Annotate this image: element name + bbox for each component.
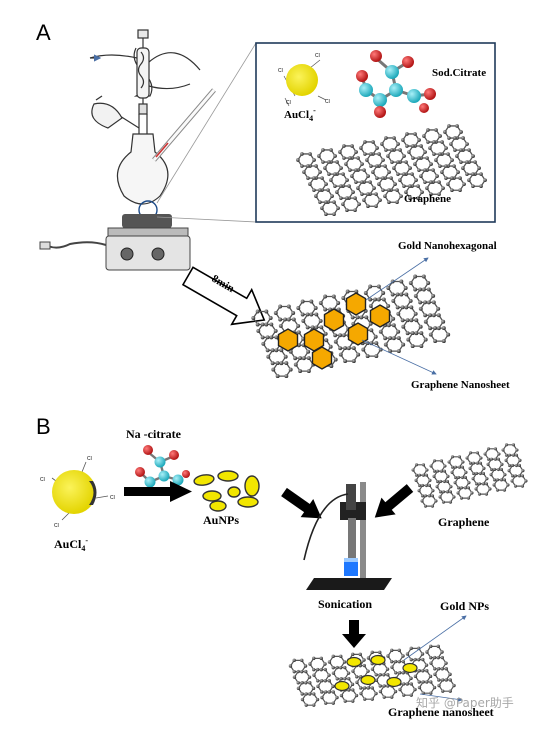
gold-hexagons xyxy=(277,292,391,370)
reduction-arrow xyxy=(124,481,192,502)
reaction-arrow-8min xyxy=(181,266,266,326)
graphene-sheet-inset xyxy=(296,124,487,217)
arrow-to-sonicator-left xyxy=(281,487,322,519)
gold-nanoparticle xyxy=(209,500,227,512)
gold-nanoparticle xyxy=(237,496,259,508)
aucl4-label: AuCl4- xyxy=(284,106,316,123)
graphene-nanosheet-a xyxy=(251,274,451,379)
sonication-label: Sonication xyxy=(318,597,372,611)
graphene-label-inset: Graphene xyxy=(404,193,451,205)
na-citrate-label: Na -citrate xyxy=(126,427,182,441)
graphene-nanosheet-label-a: Graphene Nanosheet xyxy=(411,379,510,391)
gold-hexagon xyxy=(347,322,369,346)
gold-nanoparticle xyxy=(217,470,239,482)
reflux-apparatus xyxy=(89,29,216,220)
graphene-sheet-b xyxy=(411,443,528,508)
gold-hexagon xyxy=(345,292,367,316)
gold-nanohexagonal-label: Gold Nanohexagonal xyxy=(398,240,497,252)
gold-hexagon xyxy=(323,308,345,332)
arrow-to-sonicator-right xyxy=(374,484,414,518)
svg-text:Cl: Cl xyxy=(40,477,45,483)
hotplate-stirrer xyxy=(39,214,191,271)
gold-nanoparticle xyxy=(360,674,376,686)
svg-text:Cl: Cl xyxy=(286,100,291,106)
panel-letter-b: B xyxy=(36,414,51,439)
callout-line xyxy=(419,693,463,702)
gold-nanoparticle xyxy=(244,475,260,497)
aunps-cluster xyxy=(193,470,260,512)
gold-nps-on-sheet xyxy=(334,654,418,692)
aucl4-molecule-b: Cl Cl Cl Cl xyxy=(40,456,115,529)
gold-nanoparticle xyxy=(202,490,222,502)
zoom-line xyxy=(156,42,257,204)
gold-nps-label: Gold NPs xyxy=(440,599,489,613)
panel-letter-a: A xyxy=(36,20,51,45)
down-arrow xyxy=(342,620,366,648)
svg-text:Cl: Cl xyxy=(87,456,92,462)
gold-nanoparticle xyxy=(193,474,215,486)
callout-line xyxy=(361,339,437,375)
callout-line xyxy=(365,257,429,301)
citrate-atoms-b xyxy=(135,445,190,488)
citrate-label: Sod.Citrate xyxy=(432,67,486,79)
svg-text:Cl: Cl xyxy=(110,495,115,501)
graphene-nanosheet-label-b: Graphene nanosheet xyxy=(388,705,494,719)
gold-hexagon xyxy=(369,304,391,328)
aucl4-label-b: AuCl4- xyxy=(54,536,88,553)
gold-nanoparticle xyxy=(386,676,402,688)
gold-nanoparticle xyxy=(402,662,418,674)
sonicator xyxy=(303,482,392,590)
graphene-nanosheet-b xyxy=(288,644,456,707)
citrate-atoms xyxy=(356,50,436,118)
aucl4-molecule: Cl Cl Cl Cl xyxy=(278,53,330,107)
aunps-label: AuNPs xyxy=(203,513,239,527)
gold-nanoparticle xyxy=(227,486,241,498)
gold-nanoparticle xyxy=(346,656,362,668)
gold-nanoparticle xyxy=(334,680,350,692)
watermark: 知乎 @Paper助手 xyxy=(416,696,514,710)
gold-nanoparticle xyxy=(370,654,386,666)
callout-line xyxy=(403,615,467,661)
graphene-label-b: Graphene xyxy=(438,515,490,529)
svg-text:Cl: Cl xyxy=(54,523,59,529)
gold-hexagon xyxy=(277,328,299,352)
svg-text:Cl: Cl xyxy=(278,68,283,74)
gold-hexagon xyxy=(311,346,333,370)
svg-text:Cl: Cl xyxy=(315,53,320,59)
svg-text:Cl: Cl xyxy=(325,99,330,105)
zoom-line xyxy=(156,216,257,223)
